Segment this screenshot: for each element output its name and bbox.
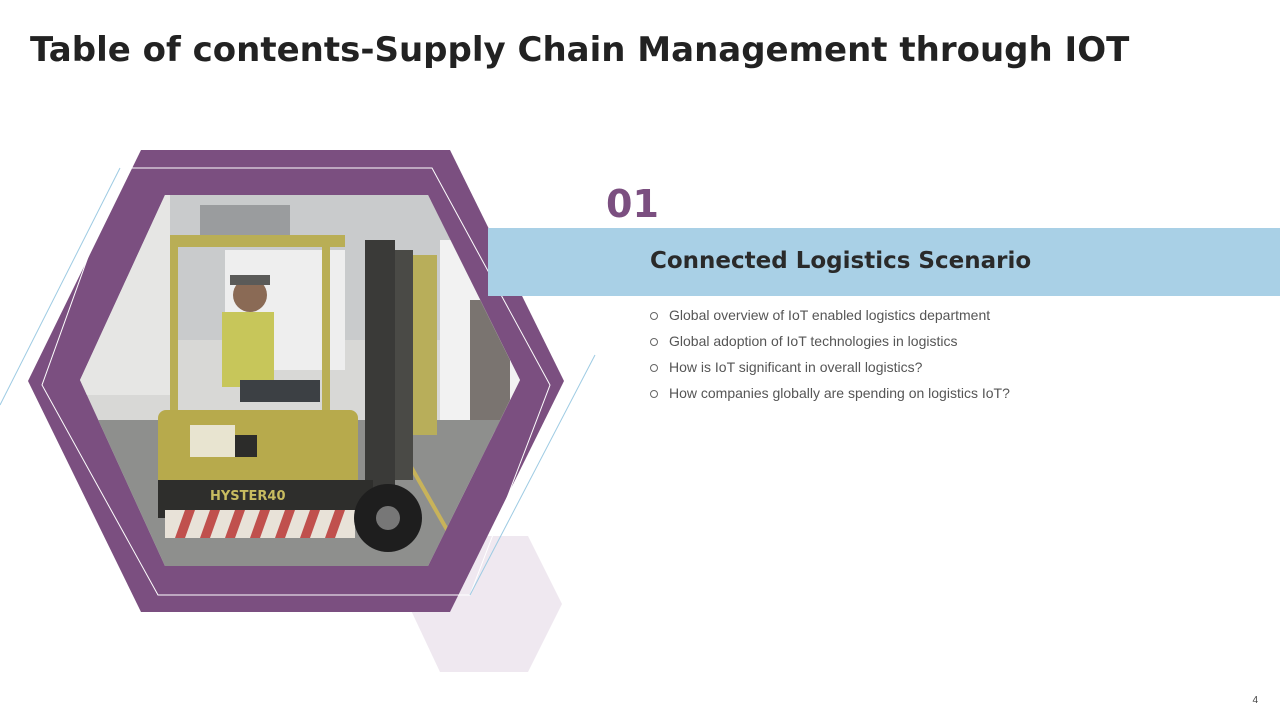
- page-number: 4: [1252, 695, 1258, 706]
- outline-line-left: [0, 167, 121, 406]
- section-heading: Connected Logistics Scenario: [650, 248, 1032, 274]
- circle-bullet-icon: [650, 390, 658, 398]
- list-item: How companies globally are spending on l…: [650, 384, 1010, 410]
- circle-bullet-icon: [650, 364, 658, 372]
- section-heading-band: Connected Logistics Scenario: [488, 228, 1280, 296]
- section-number: 01: [606, 182, 659, 226]
- circle-bullet-icon: [650, 312, 658, 320]
- outline-line-right: [469, 354, 596, 596]
- topic-text: Global overview of IoT enabled logistics…: [669, 307, 991, 323]
- circle-bullet-icon: [650, 338, 658, 346]
- topic-text: How companies globally are spending on l…: [669, 385, 1010, 401]
- list-item: Global overview of IoT enabled logistics…: [650, 306, 1010, 332]
- list-item: How is IoT significant in overall logist…: [650, 358, 1010, 384]
- list-item: Global adoption of IoT technologies in l…: [650, 332, 1010, 358]
- topic-text: How is IoT significant in overall logist…: [669, 359, 923, 375]
- forklift-model-marking: HYSTER40: [210, 489, 286, 504]
- topic-list: Global overview of IoT enabled logistics…: [650, 306, 1010, 410]
- topic-text: Global adoption of IoT technologies in l…: [669, 333, 958, 349]
- slide-title: Table of contents-Supply Chain Managemen…: [30, 30, 1130, 70]
